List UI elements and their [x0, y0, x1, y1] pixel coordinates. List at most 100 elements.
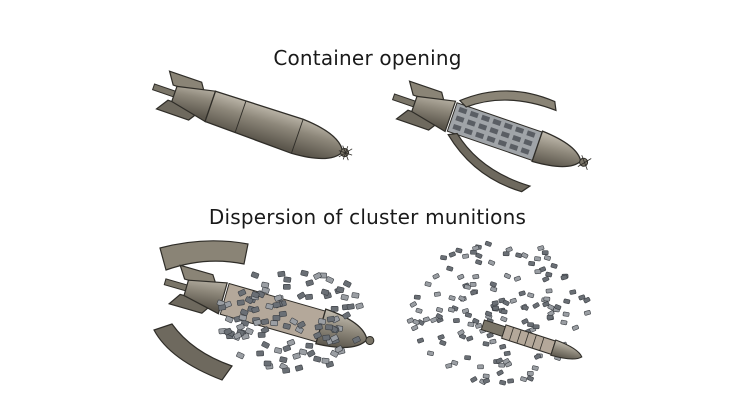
bomblet — [430, 316, 438, 324]
bomblet — [272, 301, 281, 309]
bomblet — [472, 274, 480, 280]
bomblet — [521, 318, 529, 325]
bomblet — [251, 306, 260, 314]
bomblet — [279, 356, 288, 364]
bomblet — [485, 310, 493, 317]
bomblet — [507, 378, 514, 384]
bomblet — [322, 334, 331, 341]
bomblet — [439, 339, 447, 346]
bomblet — [277, 270, 286, 278]
shell-half-bottom — [447, 132, 532, 193]
bomblet — [440, 255, 448, 261]
bomblet — [451, 359, 459, 366]
bomblet — [518, 290, 526, 297]
bomblet — [486, 332, 494, 339]
bomblet — [238, 314, 247, 322]
bomblet — [458, 295, 466, 302]
bomblet — [413, 294, 421, 300]
bomblet — [475, 252, 483, 259]
bomblet-cloud — [406, 240, 591, 386]
bomblet — [545, 288, 553, 294]
bomblet — [297, 320, 306, 329]
bomblet — [282, 322, 291, 330]
bomblet — [330, 334, 339, 342]
bomblet — [499, 343, 507, 350]
bomblet — [406, 317, 414, 324]
bomblet — [455, 247, 463, 254]
bomblet — [283, 283, 291, 290]
bomblet — [436, 307, 444, 313]
bomblet — [270, 320, 279, 327]
bomblet — [550, 263, 558, 269]
bomblet — [470, 289, 478, 296]
bomblet — [330, 306, 339, 312]
bomblet — [250, 271, 260, 279]
bomblet — [509, 297, 517, 304]
bomblet — [314, 323, 323, 331]
bomblet — [520, 376, 528, 382]
bomblet — [545, 271, 553, 278]
bomblet — [462, 253, 470, 259]
bomblet — [500, 316, 508, 323]
shell-half-bottom — [153, 323, 233, 381]
bomb-body — [204, 90, 344, 160]
bomblet — [502, 251, 510, 257]
bomblet — [260, 326, 270, 334]
bomblet — [225, 315, 234, 324]
bomblet — [313, 355, 322, 363]
bomblet — [317, 318, 327, 325]
bomblet — [237, 289, 247, 297]
bomblet — [489, 338, 497, 345]
bomblet — [273, 294, 283, 302]
bomblet — [498, 362, 506, 368]
bomblet — [251, 291, 260, 299]
bomblet — [305, 279, 314, 287]
bomblet — [534, 269, 542, 275]
bomblet — [294, 364, 304, 372]
bomblet — [416, 337, 425, 344]
bomblet — [488, 259, 496, 266]
bomblet — [537, 245, 545, 251]
bomblet — [526, 371, 534, 376]
bomblet — [265, 303, 274, 310]
bomblet — [499, 379, 507, 386]
bomblet — [257, 331, 266, 338]
bomblet — [305, 293, 313, 300]
bomblet — [313, 331, 322, 340]
bomblet — [253, 319, 262, 326]
bomblet — [260, 318, 270, 326]
bomblet — [433, 291, 441, 297]
bomblet — [546, 314, 554, 320]
bomb-core — [480, 319, 583, 360]
bomblet — [447, 307, 455, 313]
bomblet — [306, 349, 316, 358]
bomblet — [457, 329, 465, 336]
bomblet — [292, 352, 301, 360]
bomblet — [560, 319, 568, 326]
bomblet — [415, 307, 423, 314]
bomblet — [336, 286, 345, 294]
bomblet — [409, 301, 417, 308]
bomblet — [422, 316, 430, 323]
bomblet — [527, 322, 534, 328]
bomblet — [542, 301, 550, 308]
bomblet — [505, 246, 513, 253]
bomblet — [563, 298, 571, 305]
bomblet — [578, 294, 586, 301]
bomblet — [503, 272, 512, 280]
bomblet — [528, 261, 536, 267]
bomblet — [236, 299, 245, 306]
bomblet — [245, 327, 254, 335]
closed-bomb-illustration — [130, 60, 370, 185]
bomblet — [503, 350, 511, 357]
bomblet — [571, 324, 579, 331]
bomblet — [583, 297, 591, 304]
bomblet — [244, 296, 254, 305]
bomblet — [313, 272, 322, 280]
bomblet — [256, 350, 265, 357]
bomblet — [543, 296, 551, 302]
bomblet — [297, 291, 306, 300]
bomblet — [282, 344, 292, 352]
bomblet — [343, 280, 352, 288]
bomblet — [490, 286, 498, 293]
